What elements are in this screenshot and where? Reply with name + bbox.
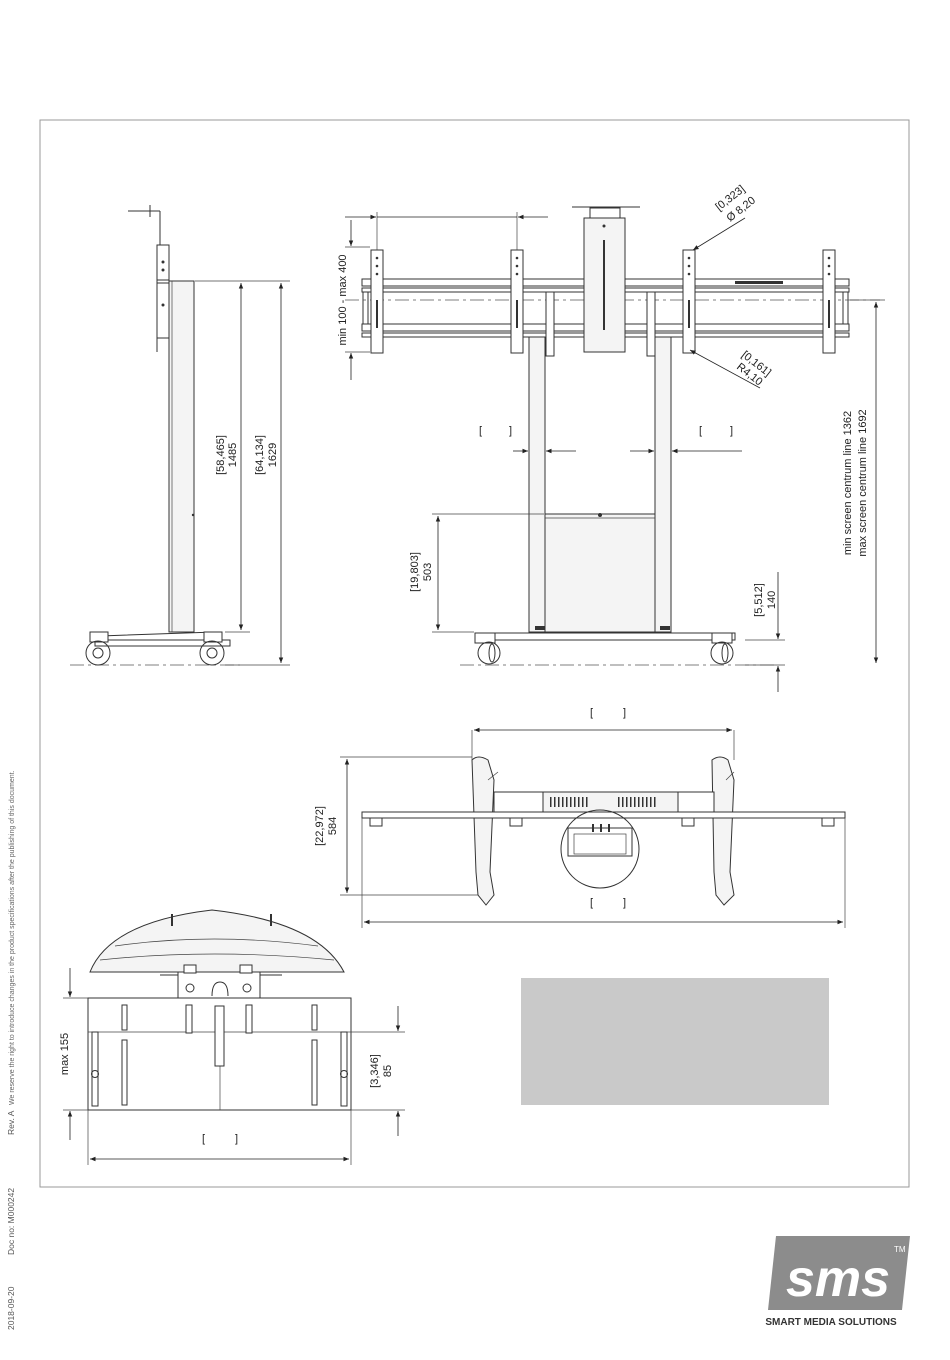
column-left-bracket-close: ]: [509, 425, 512, 437]
side-inner-height-mm: 1485: [227, 443, 239, 467]
shelf-height-mm: 503: [422, 563, 434, 581]
detail-width-bracket-open: [: [202, 1133, 205, 1145]
detail-offset-mm: 85: [382, 1065, 394, 1077]
detail-view: max 155 [3,346] 85 [ ]: [59, 909, 405, 1165]
margin-disclaimer: We reserve the right to introduce change…: [9, 770, 16, 1105]
detail-width-bracket-close: ]: [235, 1133, 238, 1145]
drawing-frame: [39, 119, 910, 1188]
logo-wordmark: sms: [786, 1250, 890, 1308]
vesa-bracket-2: [510, 249, 524, 354]
base-width-bracket-close: ]: [623, 707, 626, 719]
total-width-bracket-close: ]: [623, 897, 626, 909]
side-view: [58,465] 1485 [64,134] 1629: [70, 205, 290, 666]
centrum-min-label: min screen centrum line 1362: [842, 411, 854, 555]
margin-revision: Rev. A: [6, 1110, 16, 1135]
info-placeholder-box: [521, 978, 829, 1105]
column-right-bracket-close: ]: [730, 425, 733, 437]
side-inner-height-inch: [58,465]: [215, 435, 227, 475]
ground-clearance-mm: 140: [766, 591, 778, 609]
logo-trademark: TM: [894, 1245, 906, 1254]
adjust-range-label: min 100 - max 400: [337, 254, 349, 345]
crossbar-slots: [550, 797, 656, 807]
detail-max-depth: max 155: [59, 1033, 71, 1075]
logo-badge: [768, 1236, 910, 1310]
margin-doc-no: Doc no: M000242: [6, 1188, 16, 1255]
centrum-max-label: max screen centrum line 1692: [857, 409, 869, 556]
column-right-bracket-open: [: [699, 425, 702, 437]
sms-logo: sms TM SMART MEDIA SOLUTIONS: [765, 1236, 910, 1328]
column-left-bracket-open: [: [479, 425, 482, 437]
front-view: min 100 - max 400 [0,323] Ø 8,20 [0,161]…: [337, 183, 885, 692]
ground-clearance-inch: [5,512]: [753, 583, 765, 617]
vesa-bracket-3: [682, 249, 696, 354]
shelf-height-inch: [19,803]: [409, 552, 421, 592]
margin-date: 2018-09-20: [6, 1286, 16, 1330]
vesa-bracket-1: [370, 249, 384, 354]
side-total-height-mm: 1629: [267, 443, 279, 467]
base-width-bracket-open: [: [590, 707, 593, 719]
total-width-bracket-open: [: [590, 897, 593, 909]
top-view: [ ] [ ] [22,972] 584: [314, 707, 846, 928]
depth-mm: 584: [327, 817, 339, 835]
depth-inch: [22,972]: [314, 806, 326, 846]
detail-offset-inch: [3,346]: [369, 1054, 381, 1088]
logo-tagline: SMART MEDIA SOLUTIONS: [765, 1317, 897, 1328]
vesa-bracket-4: [822, 249, 836, 354]
side-total-height-inch: [64,134]: [254, 435, 266, 475]
